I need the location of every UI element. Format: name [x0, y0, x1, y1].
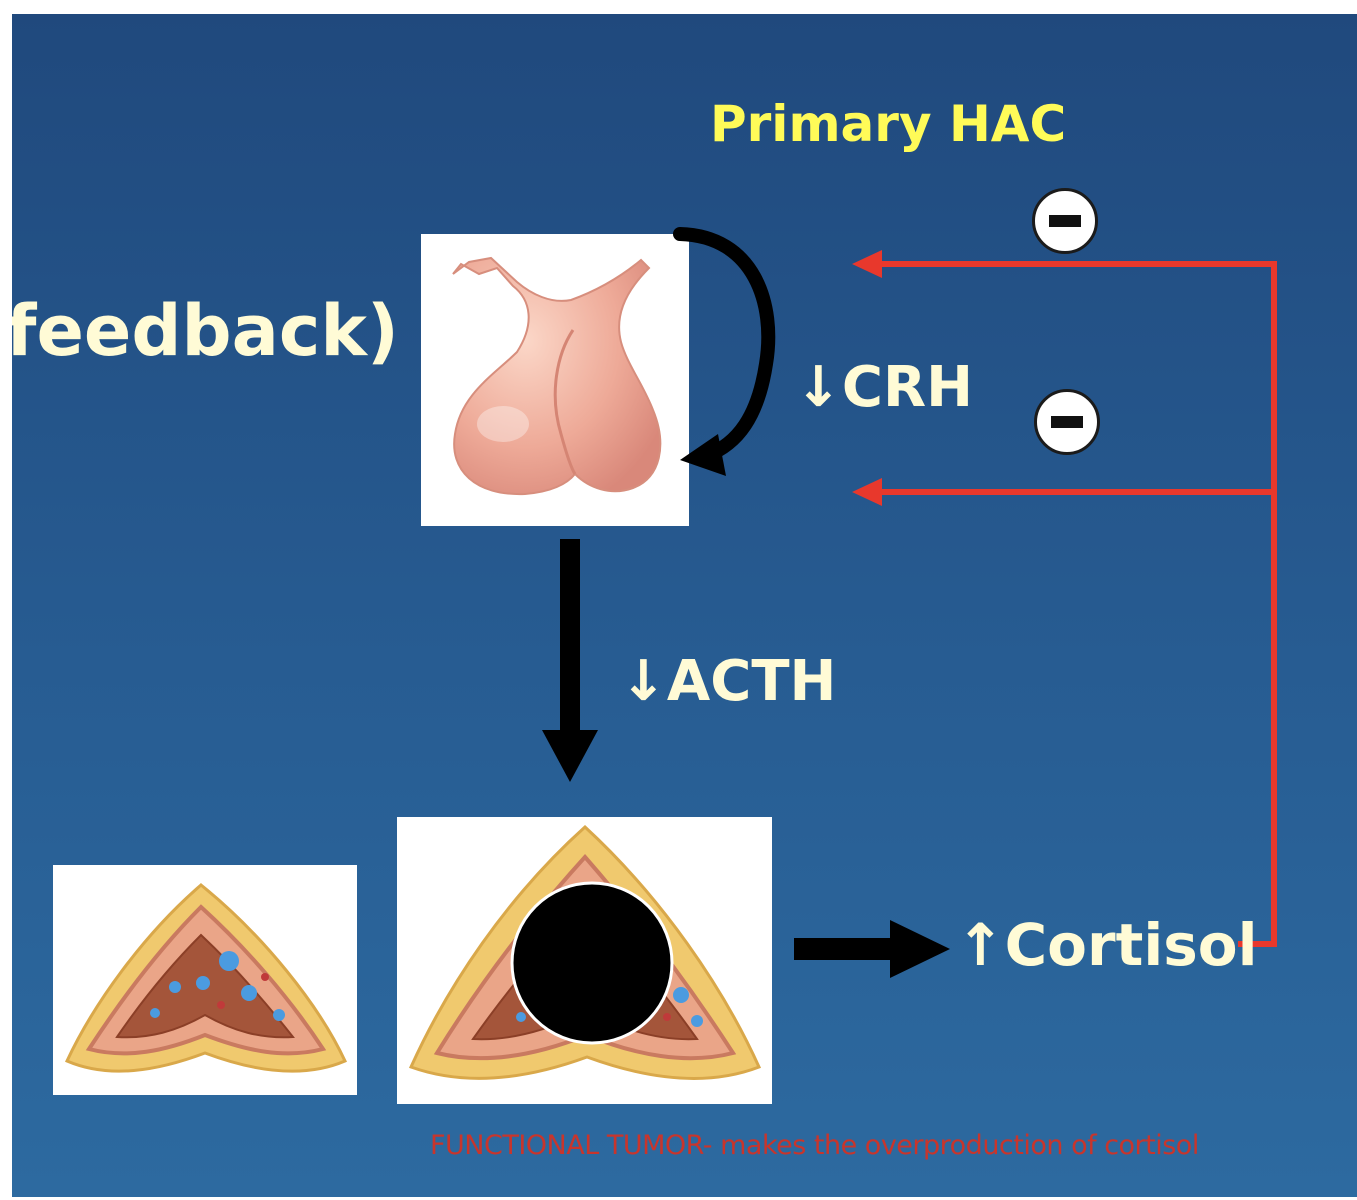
cortisol-arrowhead — [890, 920, 950, 978]
negative-feedback-icon — [1034, 389, 1100, 455]
slide: Primary HAC feedback) — [12, 14, 1357, 1197]
pituitary-gland-icon — [452, 256, 662, 496]
crh-curved-arrow — [673, 227, 776, 463]
feedback-arrowhead-upper — [852, 250, 882, 278]
acth-arrowhead — [542, 730, 598, 782]
diagram-title: Primary HAC — [710, 95, 1067, 153]
adrenal-gland-icon — [64, 883, 348, 1073]
cortisol-label: ↑Cortisol — [956, 911, 1258, 979]
crh-arrowhead — [680, 434, 726, 476]
adrenal-tumor-icon — [408, 824, 762, 1080]
adrenal-gland-image — [53, 865, 357, 1095]
acth-label: ↓ACTH — [620, 649, 837, 714]
acth-arrow-shaft — [560, 539, 580, 739]
negative-feedback-icon — [1032, 188, 1098, 254]
feedback-label: feedback) — [12, 290, 399, 372]
arrows-layer — [542, 227, 1277, 978]
pituitary-image — [421, 234, 689, 526]
footnote: FUNCTIONAL TUMOR- makes the overproducti… — [430, 1130, 1199, 1161]
feedback-arrowhead-lower — [852, 478, 882, 506]
feedback-line-upper — [862, 261, 1277, 947]
crh-label: ↓CRH — [795, 355, 974, 420]
cortisol-arrow-shaft — [794, 938, 894, 960]
adrenal-tumor-image — [397, 817, 772, 1104]
tumor-mass — [510, 881, 674, 1045]
